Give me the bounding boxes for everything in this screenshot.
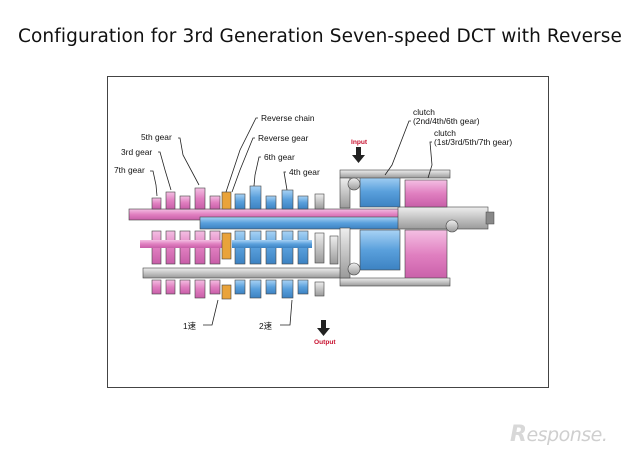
- output-arrow: [317, 320, 330, 336]
- label-clutch-odd-gears: (1st/3rd/5th/7th gear): [434, 137, 512, 147]
- label-clutch-odd-title: clutch: [434, 128, 456, 138]
- label-7th-gear: 7th gear: [114, 165, 145, 175]
- leader-lines: [150, 117, 433, 326]
- reverse-set: [221, 191, 232, 300]
- label-clutch-even-title: clutch: [413, 107, 435, 117]
- label-output: Output: [314, 339, 336, 346]
- label-1st-gear: 1速: [183, 321, 197, 331]
- label-4th-gear: 4th gear: [289, 167, 320, 177]
- input-arrow: [352, 147, 365, 163]
- even-gear-set: [232, 175, 401, 299]
- odd-gear-set: [140, 179, 448, 299]
- counter-shaft: [142, 267, 344, 279]
- label-2nd-gear: 2速: [259, 321, 273, 331]
- main-shaft: [128, 206, 495, 230]
- diagram-title: Configuration for 3rd Generation Seven-s…: [18, 26, 622, 47]
- label-input: Input: [351, 139, 368, 146]
- label-3rd-gear: 3rd gear: [121, 147, 152, 157]
- output-gears: [314, 169, 459, 297]
- label-reverse-gear: Reverse gear: [258, 133, 308, 143]
- response-watermark-logo: Response.: [510, 422, 608, 447]
- label-clutch-even-gears: (2nd/4th/6th gear): [413, 116, 480, 126]
- label-6th-gear: 6th gear: [264, 152, 295, 162]
- label-5th-gear: 5th gear: [141, 132, 172, 142]
- label-reverse-chain: Reverse chain: [261, 113, 315, 123]
